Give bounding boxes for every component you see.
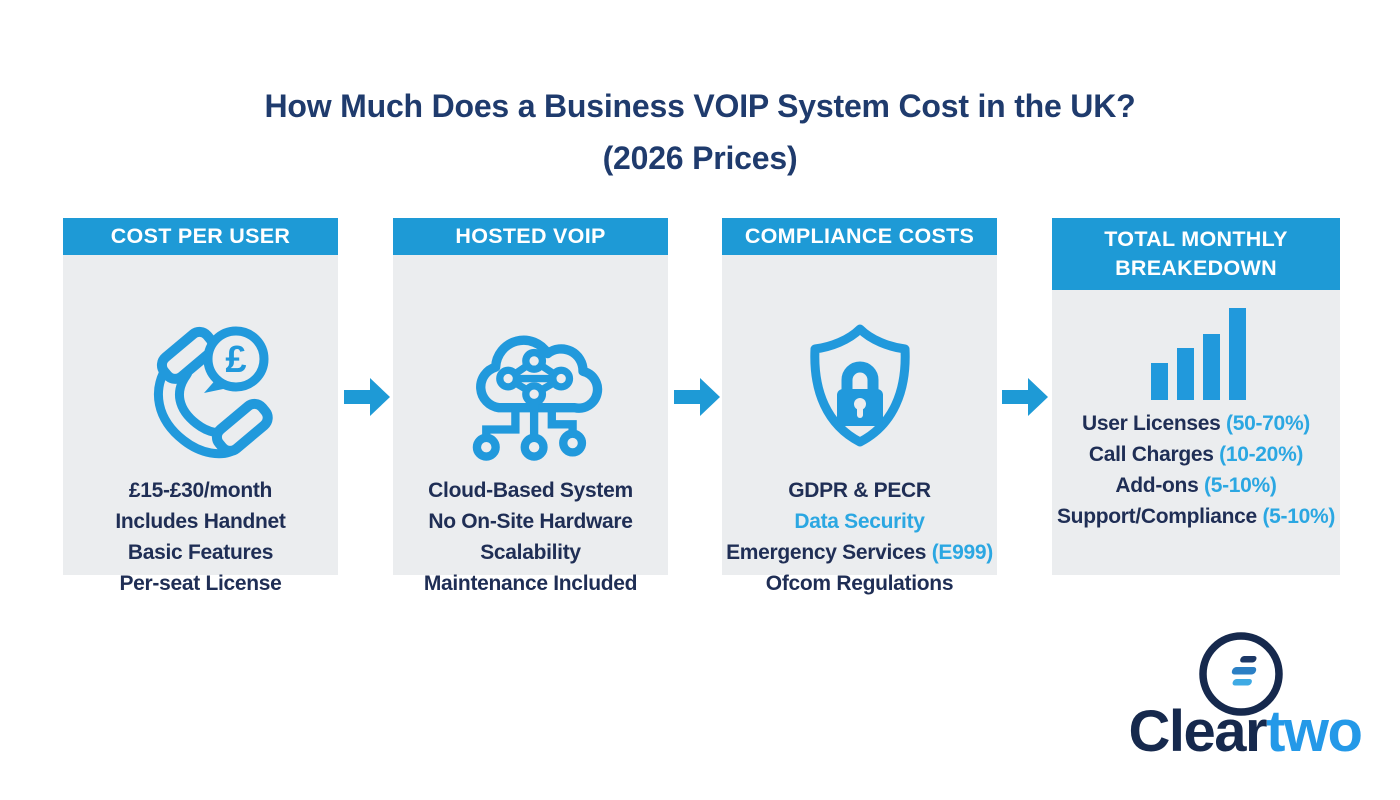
text-line-accent: Data Security (794, 510, 925, 533)
text-line: Includes Handnet (115, 510, 286, 533)
text-line: Basic Features (127, 541, 274, 564)
page-title-line2: (2026 Prices) (602, 140, 798, 176)
text-line: £15-£30/month (128, 479, 273, 502)
shield-lock-icon (785, 315, 935, 465)
cleartwo-logo: Cleartwo (1105, 700, 1385, 764)
text-line: Cloud-Based System (428, 479, 633, 502)
cloud-network-icon (453, 312, 609, 468)
column-body: Cloud-Based System No On-Site Hardware S… (393, 255, 668, 595)
text-line-accent: (E999) (926, 541, 994, 564)
phone-pound-icon: £ (126, 315, 276, 465)
column-cost-per-user: COST PER USER £ (63, 218, 338, 595)
text-line: Maintenance Included (423, 572, 638, 595)
column-header: COST PER USER (63, 218, 338, 255)
cleartwo-emblem-icon (1196, 629, 1286, 719)
arrow-right-icon (1002, 378, 1048, 416)
column-body: £ £15-£30/month Includes Handnet Basic F… (63, 255, 338, 595)
text-line: Per-seat License (119, 572, 282, 595)
column-header: COMPLIANCE COSTS (722, 218, 997, 255)
text-line: No On-Site Hardware (428, 510, 633, 533)
logo-text-clear: Clear (1128, 699, 1268, 764)
text-line: Ofcom Regulations (765, 572, 954, 595)
text-line: User Licenses (1081, 412, 1221, 435)
column-header: TOTAL MONTHLY BREAKEDOWN (1052, 218, 1340, 290)
arrow-right-icon (344, 378, 390, 416)
text-line: Add-ons (1115, 474, 1199, 497)
page-title: How Much Does a Business VOIP System Cos… (0, 80, 1400, 184)
column-text: £15-£30/month Includes Handnet Basic Fea… (63, 475, 338, 599)
bar-chart-icon (1136, 305, 1256, 405)
page-title-line1: How Much Does a Business VOIP System Cos… (264, 88, 1136, 124)
text-line: Call Charges (1088, 443, 1214, 466)
text-line: Emergency Services (726, 541, 927, 564)
text-line-accent: (50-70%) (1220, 412, 1311, 435)
text-line: Scalability (480, 541, 581, 564)
arrow-right-icon (674, 378, 720, 416)
column-hosted-voip: HOSTED VOIP (393, 218, 668, 595)
text-line-accent: (10-20%) (1213, 443, 1304, 466)
column-text: Cloud-Based System No On-Site Hardware S… (393, 475, 668, 599)
column-text: GDPR & PECR Data Security Emergency Serv… (722, 475, 997, 599)
column-text: User Licenses (50-70%) Call Charges (10-… (1052, 408, 1340, 532)
column-body: GDPR & PECR Data Security Emergency Serv… (722, 255, 997, 595)
column-total-monthly-breakdown: TOTAL MONTHLY BREAKEDOWN User Licenses (… (1052, 218, 1340, 575)
column-body: User Licenses (50-70%) Call Charges (10-… (1052, 290, 1340, 575)
text-line: Support/Compliance (1056, 505, 1257, 528)
pound-symbol: £ (225, 339, 246, 381)
text-line: GDPR & PECR (788, 479, 931, 502)
column-compliance-costs: COMPLIANCE COSTS GDPR (722, 218, 997, 595)
text-line-accent: (5-10%) (1256, 505, 1336, 528)
logo-text-two: two (1266, 699, 1363, 764)
text-line-accent: (5-10%) (1198, 474, 1277, 497)
column-header: HOSTED VOIP (393, 218, 668, 255)
